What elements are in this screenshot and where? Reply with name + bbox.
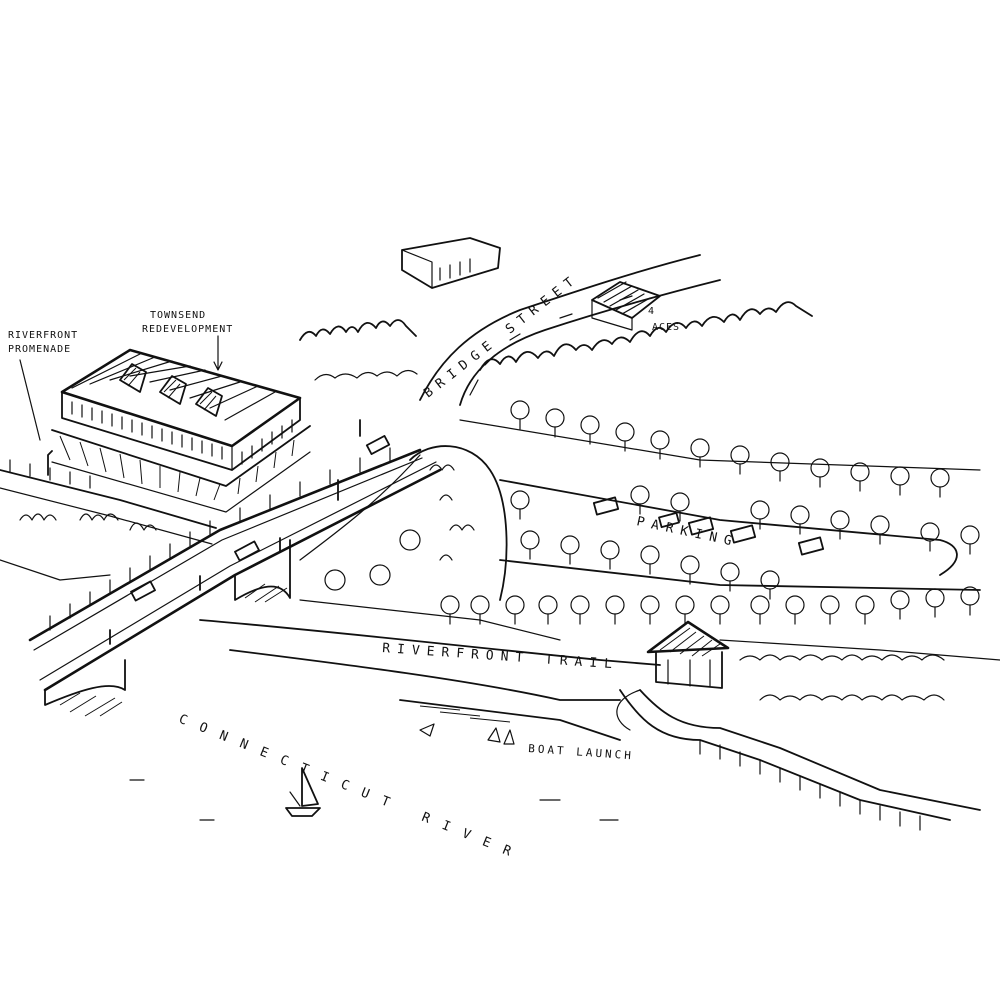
label-four-aces-2: ACES	[652, 322, 680, 333]
riverfront-trail	[199, 619, 1000, 701]
tree-rows	[440, 400, 980, 625]
townsend-building	[51, 348, 311, 513]
distant-building	[401, 237, 501, 289]
bridge	[28, 434, 442, 717]
label-riverfront-trail: RIVERFRONT TRAIL	[382, 641, 620, 673]
label-connecticut-river: CONNECTICUT RIVER	[177, 712, 527, 865]
label-riverfront-promenade-1: RIVERFRONT	[8, 330, 78, 341]
boat-launch	[399, 699, 621, 745]
background-treeline	[299, 301, 813, 381]
river	[129, 767, 619, 821]
riverfront-promenade-path	[0, 419, 361, 581]
promenade-leader-line	[19, 359, 41, 441]
pavilion	[616, 620, 981, 831]
label-townsend-2: REDEVELOPMENT	[142, 324, 233, 335]
label-riverfront-promenade-2: PROMENADE	[8, 344, 71, 355]
townsend-leader-arrow	[213, 335, 223, 371]
parking-area	[459, 419, 981, 591]
label-boat-launch: BOAT LAUNCH	[528, 742, 635, 762]
four-aces-building	[591, 281, 661, 331]
label-four-aces-1: 4	[648, 306, 655, 317]
label-bridge-street: BRIDGE STREET	[421, 271, 582, 401]
label-townsend-1: TOWNSEND	[150, 310, 206, 321]
